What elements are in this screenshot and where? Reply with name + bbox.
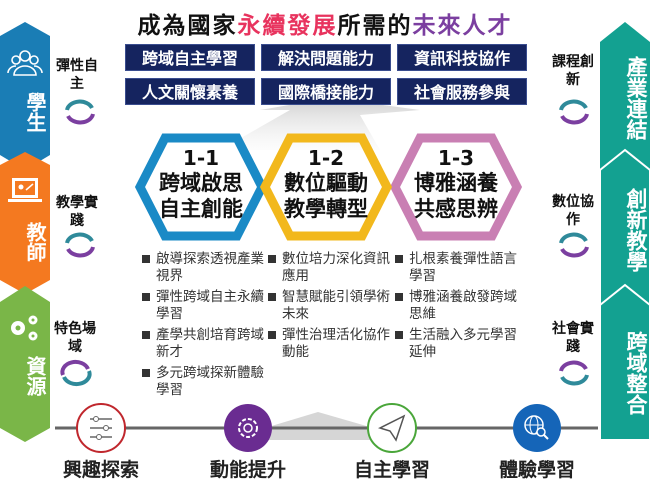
list-item: 博雅涵養啟發跨域思維 [393,289,518,323]
list-item: 數位培力深化資訊應用 [266,251,391,285]
label-social-practice: 社會實踐 [552,321,594,355]
label-curriculum-innovation: 課程創新 [552,54,594,88]
page-title: 成為國家永續發展所需的未來人才 [0,6,650,40]
hexagon-number: 1-3 [437,146,475,170]
list-item: 扎根素養彈性語言學習 [393,251,518,285]
pillar-resource-label: 資源 [23,356,47,396]
hexagon-title: 共感思辨 [414,197,498,221]
upward-arrow-top [220,98,420,150]
hexagon-number: 1-1 [182,146,220,170]
title-highlight-sustainable: 永續發展 [237,13,338,39]
pillar-integration-shape [599,283,650,441]
list-item: 生活融入多元學習延伸 [393,327,518,361]
sliders-icon [76,403,126,453]
label-flexible-autonomy: 彈性自主 [56,58,98,92]
pillar-industry-shape [600,22,650,190]
competency-box: 資訊科技協作 [397,44,527,71]
strategy-list-1-2: 數位培力深化資訊應用 智慧賦能引領學術未來 彈性治理活化協作動能 [266,251,391,365]
pillar-student-label: 學生 [23,92,47,132]
list-item: 啟導探索透視產業視界 [140,251,265,285]
globe-search-icon [513,404,561,452]
gears-icon [11,315,38,341]
hexagon-title: 教學轉型 [284,197,368,221]
bottom-label-self-learning: 自主學習 [353,459,430,481]
list-item: 彈性治理活化協作動能 [266,327,391,361]
competency-box: 跨域自主學習 [125,44,255,71]
strategy-list-1-3: 扎根素養彈性語言學習 博雅涵養啟發跨域思維 生活融入多元學習延伸 [393,251,518,365]
pillar-industry-label: 產業連結 [624,55,648,140]
hexagon-title: 跨域啟思 [159,171,243,195]
label-teaching-practice: 教學實踐 [56,195,98,229]
competency-box: 人文關懷素養 [125,78,255,105]
list-item: 多元跨域探新體驗學習 [140,365,265,399]
pillar-teacher-label: 教師 [23,222,47,262]
bottom-label-interest: 興趣探索 [62,459,139,481]
gear-icon [224,404,272,452]
pillar-teaching-shape [599,148,650,311]
list-item: 產學共創培育跨域新才 [140,327,265,361]
hexagon-number: 1-2 [307,146,345,170]
list-item: 彈性跨域自主永續學習 [140,289,265,323]
upward-arrow-bottom [225,412,415,440]
hexagon-title: 自主創能 [159,197,243,221]
pillar-integration-label: 跨域整合 [624,330,648,415]
competency-box: 國際橋接能力 [261,78,391,105]
label-digital-collab: 數位協作 [552,194,594,228]
title-part-1: 成為國家 [137,13,238,39]
hexagon-title: 博雅涵養 [414,171,498,195]
bottom-label-experiential: 體驗學習 [498,459,575,481]
competency-box: 社會服務參與 [397,78,527,105]
label-featured-field: 特色場域 [54,321,96,355]
strategy-list-1-1: 啟導探索透視產業視界 彈性跨域自主永續學習 產學共創培育跨域新才 多元跨域探新體… [140,251,265,403]
competency-box: 解決問題能力 [261,44,391,71]
title-part-3: 所需的 [337,13,413,39]
pillar-teaching-label: 創新教學 [624,187,648,272]
title-highlight-talent: 未來人才 [412,13,513,39]
hexagon-1-1-shape [134,133,268,241]
cycle-arrows [60,99,589,387]
hexagon-1-2-shape [259,133,393,241]
hexagon-title: 數位驅動 [284,171,368,195]
list-item: 智慧賦能引領學術未來 [266,289,391,323]
paper-plane-icon [367,403,417,453]
people-icon [7,50,43,76]
presentation-icon [8,178,42,202]
bottom-label-momentum: 動能提升 [209,459,286,481]
hexagon-1-3-shape [389,133,523,241]
